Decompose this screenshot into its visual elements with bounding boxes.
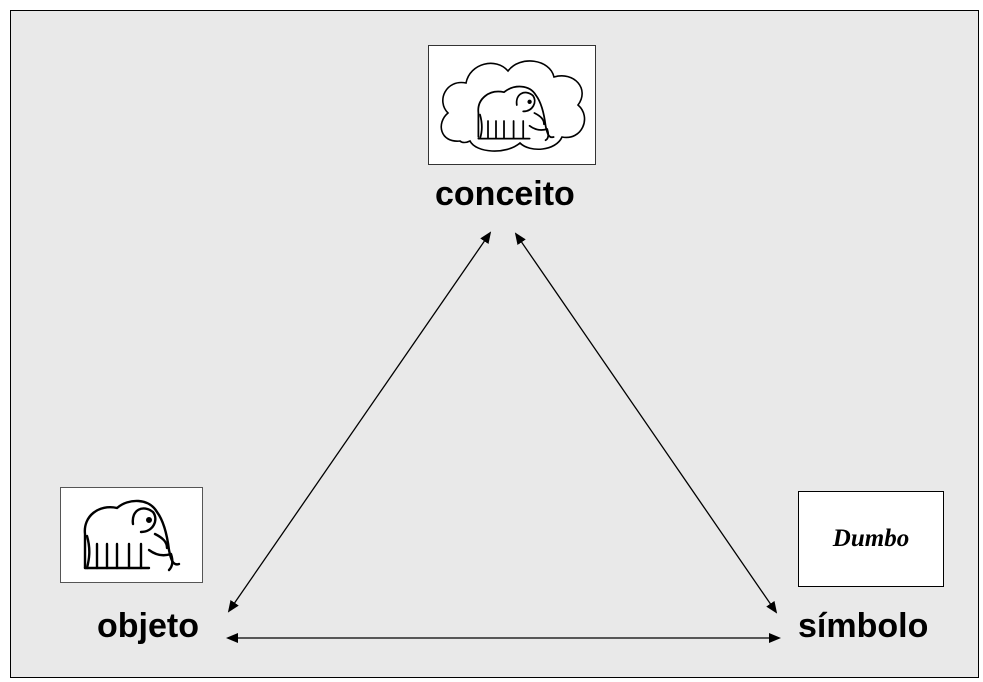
concept-label: conceito <box>435 175 575 213</box>
symbol-label: símbolo <box>798 607 929 645</box>
object-image-box <box>60 487 203 583</box>
arrow-objeto-conceito <box>227 231 492 613</box>
elephant-in-cloud-icon <box>440 60 586 152</box>
symbol-word: Dumbo <box>832 525 910 552</box>
diagram-frame: Dumbo conceito objeto símbolo <box>10 10 979 678</box>
arrow-simbolo-conceito <box>514 232 778 614</box>
arrows-layer <box>226 231 781 643</box>
object-label: objeto <box>97 607 199 645</box>
symbol-word-box: Dumbo <box>798 491 944 587</box>
elephant-icon <box>83 499 180 572</box>
concept-image-box <box>428 45 596 165</box>
